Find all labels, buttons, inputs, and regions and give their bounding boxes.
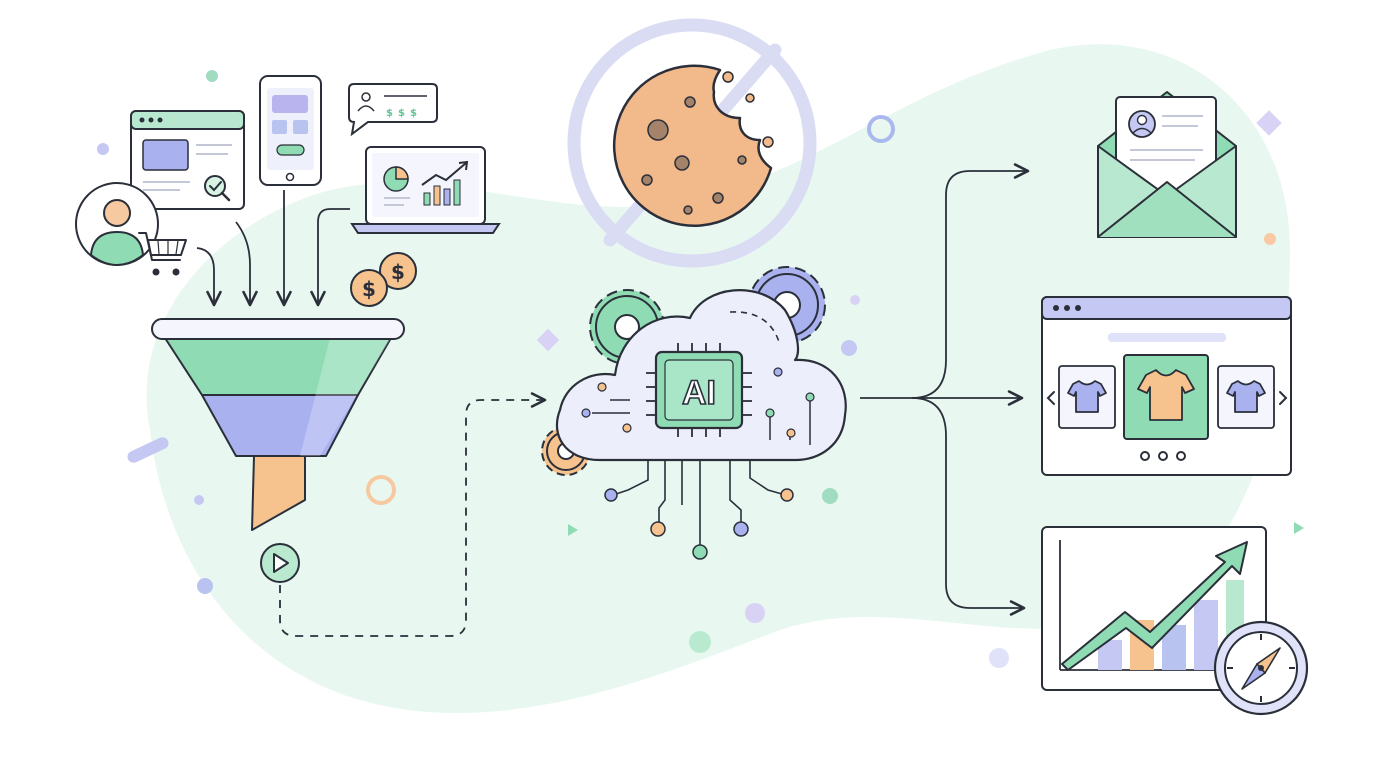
compass-icon [1213, 620, 1309, 716]
source-arrows [196, 190, 350, 307]
coin-icon: $ $ [350, 252, 417, 307]
circuit-nodes [604, 488, 794, 560]
coin-symbol-1: $ [391, 260, 405, 284]
laptop-analytics-icon [350, 146, 501, 234]
play-button-icon [260, 543, 300, 583]
email-envelope-icon [1097, 91, 1237, 238]
growth-chart-icon [1041, 526, 1267, 691]
chat-currency-2: $ [398, 108, 405, 119]
smartphone-icon [259, 75, 322, 186]
browser-window-icon [130, 110, 245, 210]
shopping-cart-icon [138, 232, 187, 276]
magnifier-check-icon [204, 175, 231, 202]
chat-currency-3: $ [410, 108, 417, 119]
ai-chip-label: AI [682, 374, 716, 412]
chat-currency-1: $ [386, 108, 393, 119]
coin-symbol-2: $ [362, 277, 376, 301]
ai-chip-icon: AI [646, 343, 752, 437]
dashed-connector [279, 392, 547, 637]
chat-card-icon: $ $ $ [348, 83, 438, 137]
user-avatar-icon [75, 182, 159, 267]
funnel-icon [151, 318, 405, 531]
circuit-traces [615, 460, 783, 545]
output-arrows [860, 163, 1030, 616]
decorative-confetti [97, 70, 1304, 668]
cookie-icon [612, 64, 774, 227]
t-shirt-icon [1067, 369, 1266, 421]
